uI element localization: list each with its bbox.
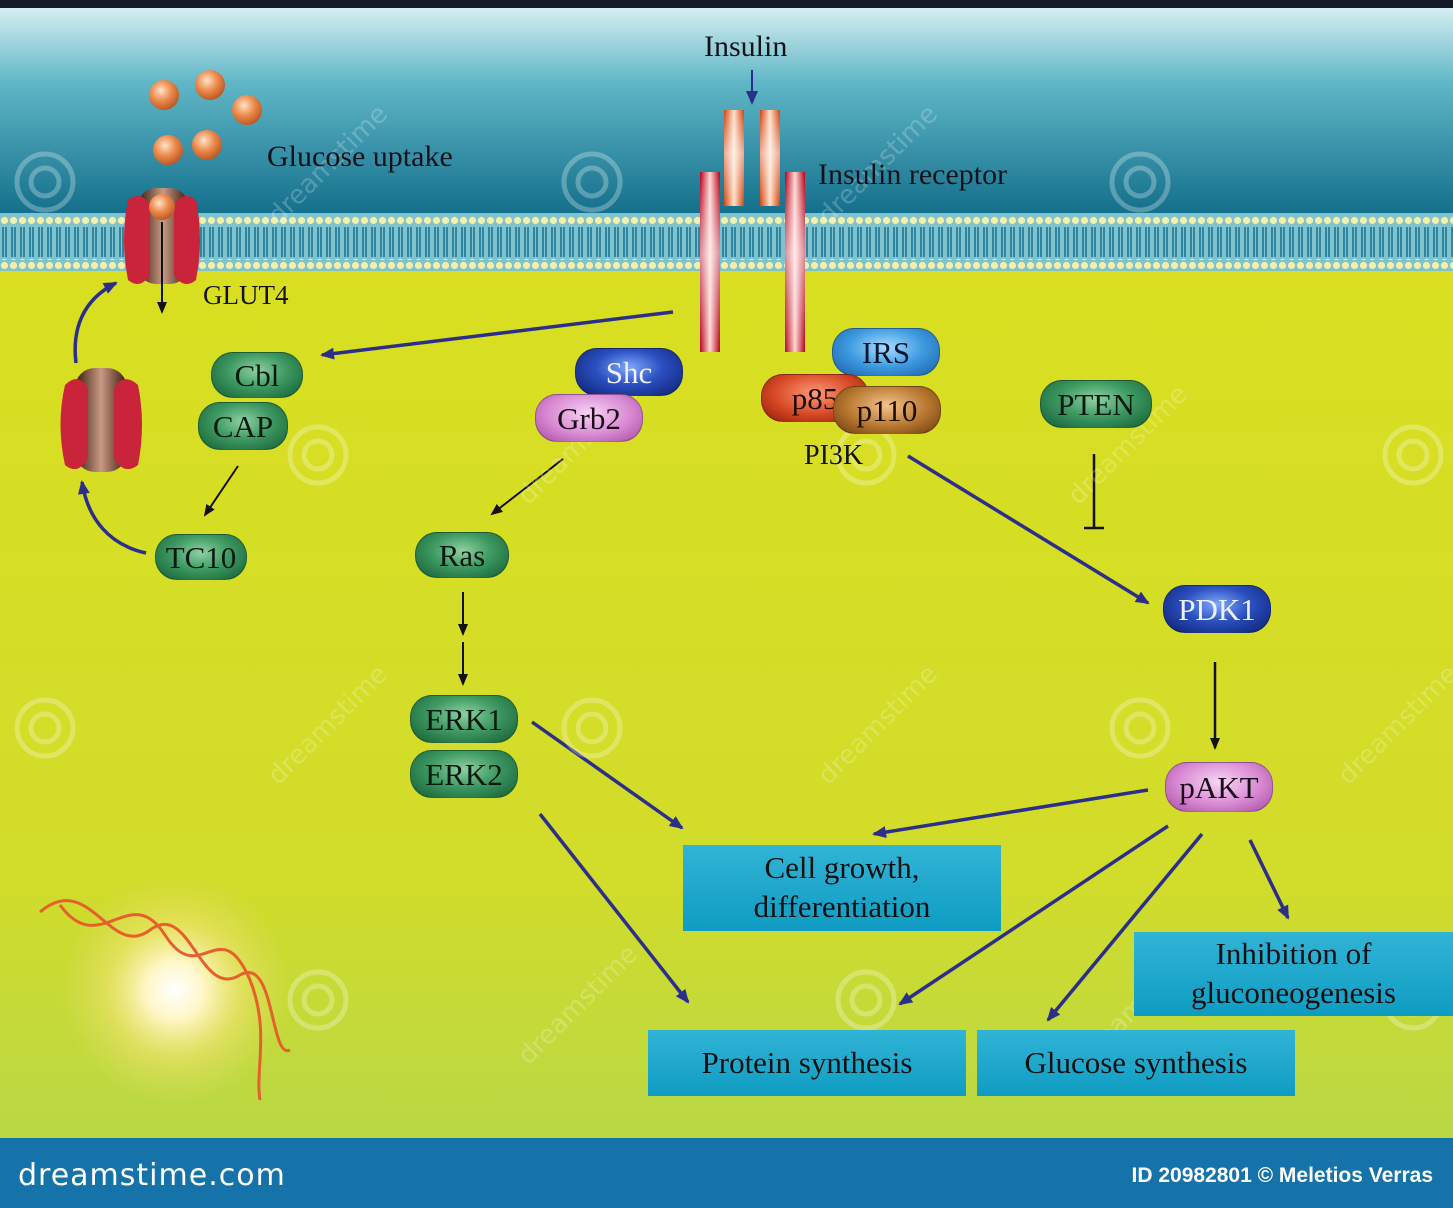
- arrow-receptor-to-cbl: [320, 310, 674, 360]
- cap-node: CAP: [198, 402, 288, 450]
- arrow-vesicle-to-glut4: [73, 281, 118, 364]
- arrow-erk-to-cell-growth: [530, 720, 684, 830]
- arrow-erk-to-protein-synthesis: [538, 812, 690, 1004]
- glucose-molecules-icon: [149, 70, 262, 165]
- erk1-node: ERK1: [410, 695, 518, 743]
- insulin-receptor-icon: [700, 70, 805, 352]
- cell-membrane: [0, 213, 1453, 271]
- cell-growth-box: Cell growth, differentiation: [683, 845, 1001, 931]
- arrow-pakt-to-cell-growth: [872, 788, 1149, 839]
- pakt-node: pAKT: [1165, 762, 1273, 812]
- pi3k-label: PI3K: [804, 440, 864, 471]
- tc10-node: TC10: [155, 534, 247, 580]
- insulin-receptor-label: Insulin receptor: [818, 158, 1008, 191]
- arrow-tc10-to-vesicle: [77, 480, 147, 555]
- pten-node: PTEN: [1040, 380, 1152, 428]
- pdk1-node: PDK1: [1163, 585, 1271, 633]
- dna-helix-icon: [39, 899, 291, 1101]
- cbl-node: Cbl: [211, 352, 303, 398]
- brand-logo: dreamstime.com: [18, 1158, 286, 1193]
- arrow-pakt-to-protein-synthesis: [898, 824, 1169, 1006]
- arrow-pakt-to-glucose-synthesis: [1046, 832, 1204, 1022]
- p110-node: p110: [833, 386, 941, 434]
- glow-decoration: [60, 875, 290, 1105]
- glucose-synthesis-box: Glucose synthesis: [977, 1030, 1295, 1096]
- footer-bar: dreamstime.com ID 20982801 © Meletios Ve…: [0, 1138, 1453, 1208]
- arrow-cap-to-tc10: [203, 465, 239, 517]
- glucose-uptake-label: Glucose uptake: [267, 140, 453, 173]
- protein-synthesis-box: Protein synthesis: [648, 1030, 966, 1096]
- arrow-pi3k-to-pdk1: [907, 454, 1150, 605]
- insulin-label: Insulin: [704, 30, 788, 63]
- erk2-node: ERK2: [410, 750, 518, 798]
- watermark-spirals: [14, 151, 1444, 1031]
- arrow-grb2-to-ras: [490, 458, 564, 516]
- grb2-node: Grb2: [535, 394, 643, 442]
- image-credit: ID 20982801 © Meletios Verras: [1131, 1164, 1434, 1187]
- arrow-pakt-to-inhibition: [1248, 839, 1290, 920]
- pathway-arrows: [73, 281, 1290, 1022]
- glut4-transporter-icon: [124, 188, 200, 314]
- irs-node: IRS: [832, 328, 940, 376]
- glut4-vesicle-icon: [60, 368, 142, 472]
- inhibition-gluconeogenesis-box: Inhibition of gluconeogenesis: [1134, 932, 1453, 1016]
- shc-node: Shc: [575, 348, 683, 396]
- pten-inhibition: [1084, 454, 1104, 530]
- ras-node: Ras: [415, 532, 509, 578]
- glut4-label: GLUT4: [203, 280, 289, 310]
